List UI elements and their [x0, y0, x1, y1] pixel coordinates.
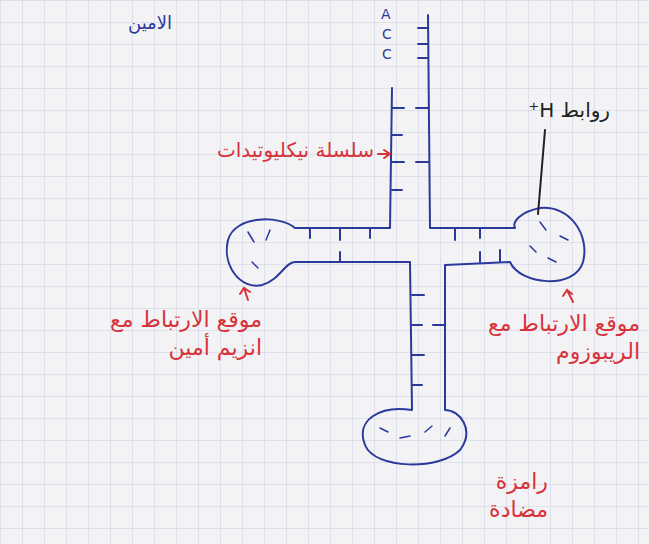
ribosome-site-label: موقع الارتباط مع الريبوزوم	[455, 310, 640, 365]
enzyme-site-label: موقع الارتباط مع انزيم أمين	[87, 306, 262, 361]
leader-chain	[378, 150, 390, 158]
leader-bonds	[538, 130, 545, 214]
base-letter: C	[382, 46, 392, 64]
leader-left-loop	[240, 288, 250, 300]
hydrogen-bonds-label: روابط H⁺	[529, 98, 610, 123]
base-letter: A	[381, 6, 391, 24]
anticodon-label: رامزة مضادة	[456, 468, 548, 523]
amino-acid-label: الامين	[128, 12, 172, 35]
base-letter: C	[382, 26, 392, 44]
leader-right-loop	[563, 290, 573, 302]
trna-cloverleaf	[227, 15, 585, 464]
nucleotide-chain-label: سلسلة نيكليوتيدات	[217, 138, 374, 163]
